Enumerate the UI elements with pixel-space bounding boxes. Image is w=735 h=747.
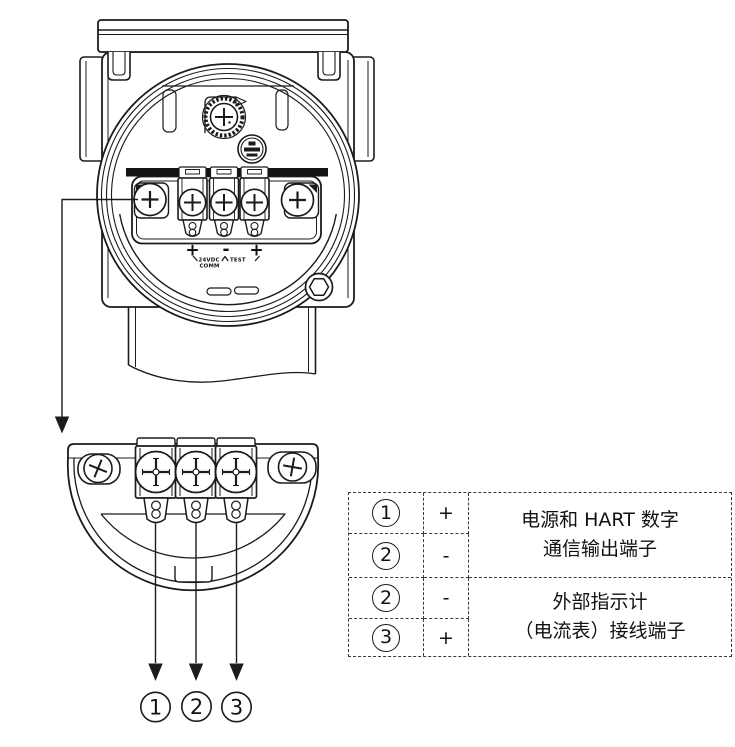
callout-number-3: 3 (230, 696, 243, 720)
circled-number-2: 2 (372, 541, 400, 570)
housing-neck (127, 307, 317, 383)
detail-terminal-3 (214, 437, 258, 524)
external-meter-line1: 外部指示计 (552, 591, 648, 613)
table-cell-num-4: 3 (349, 619, 424, 656)
detail-mounting-screw-right (267, 451, 317, 484)
arrowhead-1-icon (148, 663, 163, 681)
sign-plus-power: + (185, 241, 199, 261)
callout-circle-1 (140, 691, 172, 723)
terminal-block (126, 166, 328, 245)
table-cell-sign-3: - (424, 578, 469, 619)
break-line (128, 364, 316, 383)
face-slot-right (233, 286, 260, 295)
zero-adjust-screw-icon (201, 94, 247, 140)
table-cell-sign-2: - (424, 534, 469, 578)
bottom-key-tab (174, 566, 213, 583)
terminal-block-detail: 1 2 3 (66, 437, 320, 723)
housing-cover (97, 19, 349, 81)
terminal-screw-1 (177, 166, 208, 237)
conduit-boss-left (79, 56, 105, 162)
detail-mounting-screw-left (77, 453, 121, 485)
circled-number-2b: 2 (372, 584, 400, 612)
label-comm: COMM (200, 263, 220, 269)
bracket-mark-mid (221, 255, 229, 262)
transmitter-rear-view: + - + 24VDC COMM TEST (79, 19, 375, 383)
sign-4: + (438, 626, 454, 649)
sign-3: - (442, 587, 450, 609)
callout-leader-arrow (54, 198, 138, 434)
table-cell-sign-4: + (424, 619, 469, 656)
mounting-screw-right (280, 182, 320, 219)
arrowhead-3-icon (229, 663, 244, 681)
face-slot-left (206, 287, 232, 296)
power-hart-line1: 电源和 HART 数字 (521, 509, 679, 531)
table-cell-external-meter: 外部指示计 （电流表）接线端子 (469, 578, 731, 656)
power-hart-line2: 通信输出端子 (542, 538, 657, 560)
sign-2: - (442, 544, 450, 567)
detail-terminal-2 (174, 437, 218, 524)
callout-circle-2 (181, 690, 213, 722)
ground-screw-icon (237, 134, 267, 164)
bracket-mark-left (192, 255, 198, 262)
mounting-screw-left (133, 182, 170, 219)
detail-terminal-1 (134, 437, 178, 524)
bracket-mark-right (254, 255, 260, 262)
label-24vdc: 24VDC (199, 258, 220, 264)
arrowhead-down-icon (54, 416, 70, 434)
polarity-labels: + - + 24VDC COMM TEST (185, 240, 263, 270)
sign-1: + (438, 502, 454, 524)
hex-locking-bolt (304, 272, 334, 302)
terminal-screw-3 (239, 166, 270, 237)
table-cell-num-2: 2 (349, 534, 424, 578)
circled-number-1: 1 (372, 499, 400, 527)
table-cell-sign-1: + (424, 493, 469, 534)
circled-number-3: 3 (372, 623, 400, 652)
terminal-table: 1 + 电源和 HART 数字 通信输出端子 2 - 2 - 外部指示计 （电流… (348, 492, 732, 657)
external-meter-line2: （电流表）接线端子 (514, 620, 686, 642)
table-cell-num-1: 1 (349, 493, 424, 534)
terminal-screw-2 (208, 166, 240, 237)
table-cell-num-3: 2 (349, 578, 424, 619)
terminal-leader-lines (148, 523, 244, 681)
callout-circle-3 (221, 691, 253, 723)
callout-number-1: 1 (149, 696, 162, 720)
arrowhead-2-icon (188, 663, 204, 681)
callout-number-2: 2 (190, 695, 203, 719)
sign-plus-test: + (249, 241, 263, 261)
callout-numbers: 1 2 3 (140, 690, 253, 723)
label-test: TEST (230, 258, 246, 264)
table-cell-power-hart: 电源和 HART 数字 通信输出端子 (469, 493, 731, 578)
sign-minus-power: - (222, 240, 229, 260)
